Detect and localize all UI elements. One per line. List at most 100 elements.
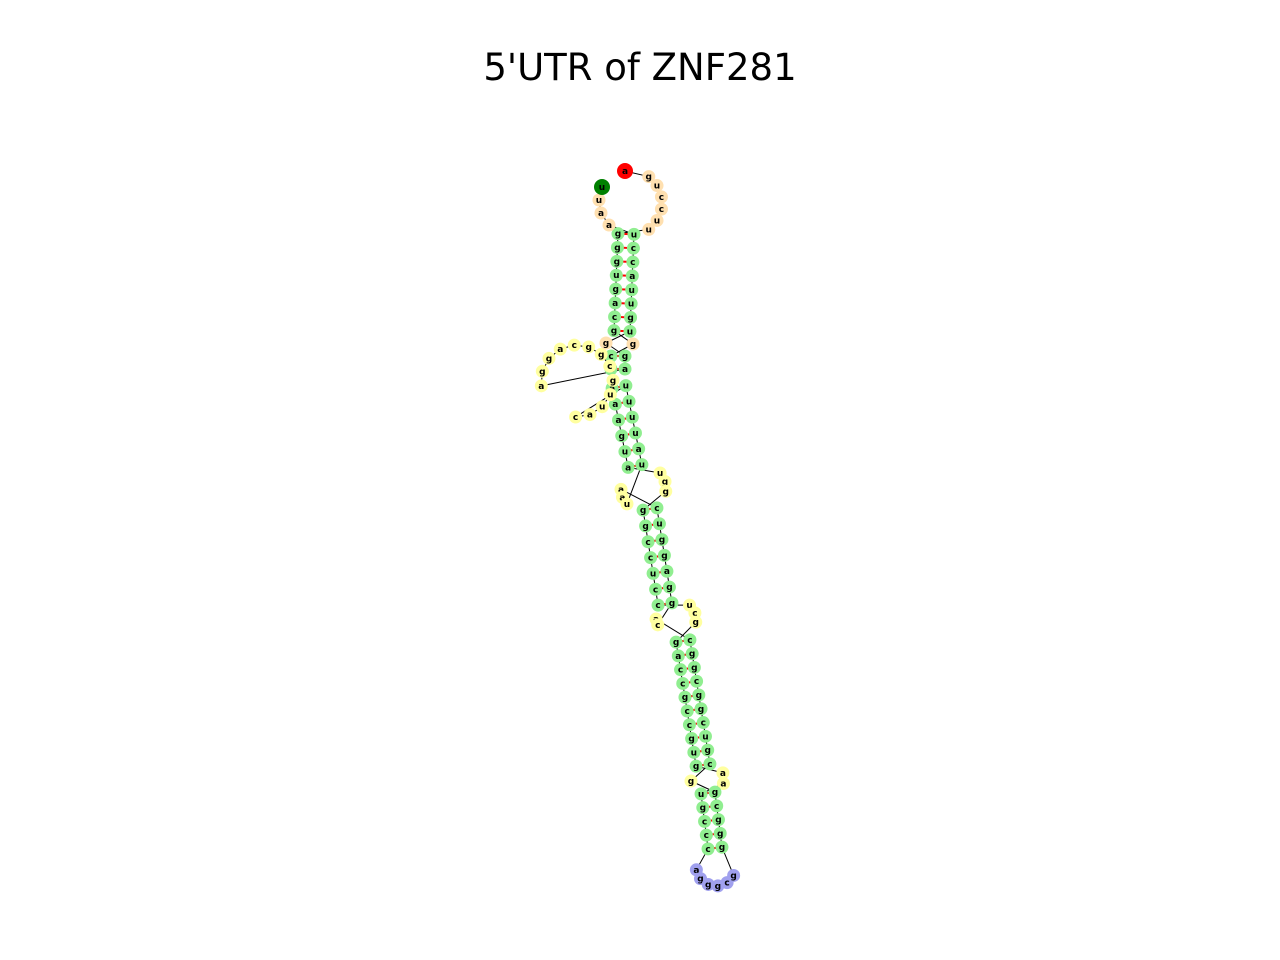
nucleotide-letter: g	[627, 313, 633, 323]
nucleotide-letter: c	[655, 621, 660, 631]
nucleotide-circle	[542, 351, 556, 365]
nucleotide-stem: g	[636, 503, 650, 517]
nucleotide-letter: c	[714, 802, 719, 812]
nucleotide-exterior-loop: u	[650, 179, 664, 193]
nucleotide-multi-loop: u	[603, 388, 617, 402]
nucleotide-stem: c	[604, 349, 618, 363]
nucleotide-letter: c	[702, 817, 707, 827]
nucleotide-circle	[696, 716, 710, 730]
nucleotide-circle	[636, 503, 650, 517]
nucleotide-letter: u	[623, 382, 629, 392]
nucleotide-letter: a	[622, 365, 628, 375]
nucleotide-circle	[694, 702, 708, 716]
nucleotide-stem: a	[618, 362, 632, 376]
nucleotide-stem: u	[609, 268, 623, 282]
nucleotide-stem: g	[611, 227, 625, 241]
nucleotide-letter: c	[704, 831, 709, 841]
nucleotide-circle	[710, 799, 724, 813]
nucleotide-stem: u	[627, 227, 641, 241]
nucleotide-stem: c	[676, 676, 690, 690]
nucleotide-interior-loop: u	[620, 497, 634, 511]
nucleotide-circle	[708, 785, 722, 799]
nucleotide-stem: u	[687, 745, 701, 759]
nucleotide-letter: u	[629, 413, 635, 423]
nucleotide-letter: a	[598, 209, 604, 219]
nucleotide-circle	[618, 349, 632, 363]
nucleotide-letter: u	[656, 520, 662, 530]
nucleotide-hairpin-loop: g	[727, 868, 741, 882]
nucleotide-letter: u	[646, 225, 652, 235]
nucleotide-stem: g	[708, 785, 722, 799]
nucleotide-circle	[683, 633, 697, 647]
nucleotide-circle	[602, 218, 616, 232]
nucleotide-stem: g	[639, 519, 653, 533]
nucleotide-stem: c	[650, 501, 664, 515]
nucleotide-circle	[569, 410, 583, 424]
nucleotide-letter: a	[606, 221, 612, 231]
nucleotide-letter: g	[663, 487, 669, 497]
nucleotide-stem: c	[701, 842, 715, 856]
nucleotide-circle	[618, 362, 632, 376]
nucleotide-letter: c	[680, 679, 685, 689]
nucleotide-circle	[654, 202, 668, 216]
nucleotide-letter: g	[715, 882, 721, 892]
nucleotide-circle	[696, 801, 710, 815]
nucleotide-exterior-loop: c	[654, 202, 668, 216]
nucleotide-stem: g	[655, 533, 669, 547]
nucleotide-stem: a	[660, 564, 674, 578]
nucleotide-circle	[612, 413, 626, 427]
nucleotide-stem: g	[694, 702, 708, 716]
nucleotide-letter: g	[712, 788, 718, 798]
nucleotide-exterior-loop: g	[642, 170, 656, 184]
nucleotide-letter: g	[705, 880, 711, 890]
nucleotide-stem: c	[608, 310, 622, 324]
nucleotide-stem: c	[626, 241, 640, 255]
nucleotide-multi-loop: g	[582, 340, 596, 354]
nucleotide-circle	[698, 814, 712, 828]
nucleotide-stem: u	[652, 517, 666, 531]
nucleotide-stem: g	[692, 688, 706, 702]
nucleotide-letter: g	[698, 705, 704, 715]
nucleotide-letter: g	[666, 583, 672, 593]
nucleotide-stem: c	[641, 535, 655, 549]
nucleotide-circle	[622, 394, 636, 408]
nucleotide-letter: c	[692, 609, 697, 619]
nucleotide-exterior-loop: u	[642, 222, 656, 236]
nucleotide-letter: u	[654, 182, 660, 192]
nucleotide-letter: c	[694, 677, 699, 687]
nucleotide-letter: u	[599, 403, 605, 413]
nucleotide-circle	[618, 445, 632, 459]
nucleotide-circle	[592, 193, 606, 207]
nucleotide-letter: c	[572, 341, 577, 351]
nucleotide-circle	[535, 364, 549, 378]
nucleotide-letter: g	[598, 350, 604, 360]
nucleotide-circle	[567, 338, 581, 352]
nucleotide-circle	[641, 535, 655, 549]
nucleotide-circle	[608, 397, 622, 411]
nucleotide-stem: c	[699, 828, 713, 842]
nucleotide-letter: u	[650, 569, 656, 579]
nucleotide-circle	[553, 342, 567, 356]
nucleotide-circle	[625, 410, 639, 424]
nucleotide-stem: g	[657, 548, 671, 562]
nucleotide-circle	[609, 268, 623, 282]
nucleotide-letter: g	[619, 432, 625, 442]
nucleotide-circle	[676, 676, 690, 690]
nucleotide-circle	[595, 400, 609, 414]
nucleotide-letter: g	[691, 663, 697, 673]
nucleotide-circle	[627, 227, 641, 241]
nucleotide-circle	[624, 297, 638, 311]
nucleotide-multi-loop: g	[542, 351, 556, 365]
nucleotide-interior-loop: g	[684, 774, 698, 788]
nucleotide-circle	[611, 227, 625, 241]
nucleotide-letter: a	[557, 345, 563, 355]
nucleotide-letter: g	[730, 871, 736, 881]
nucleotide-circle	[716, 776, 730, 790]
nucleotide-letter: u	[596, 196, 602, 206]
nucleotide-circle	[698, 729, 712, 743]
nucleotide-circle	[603, 359, 617, 373]
nucleotide-circle	[713, 826, 727, 840]
nucleotide-stem: g	[696, 801, 710, 815]
nucleotide-letter: g	[614, 257, 620, 267]
